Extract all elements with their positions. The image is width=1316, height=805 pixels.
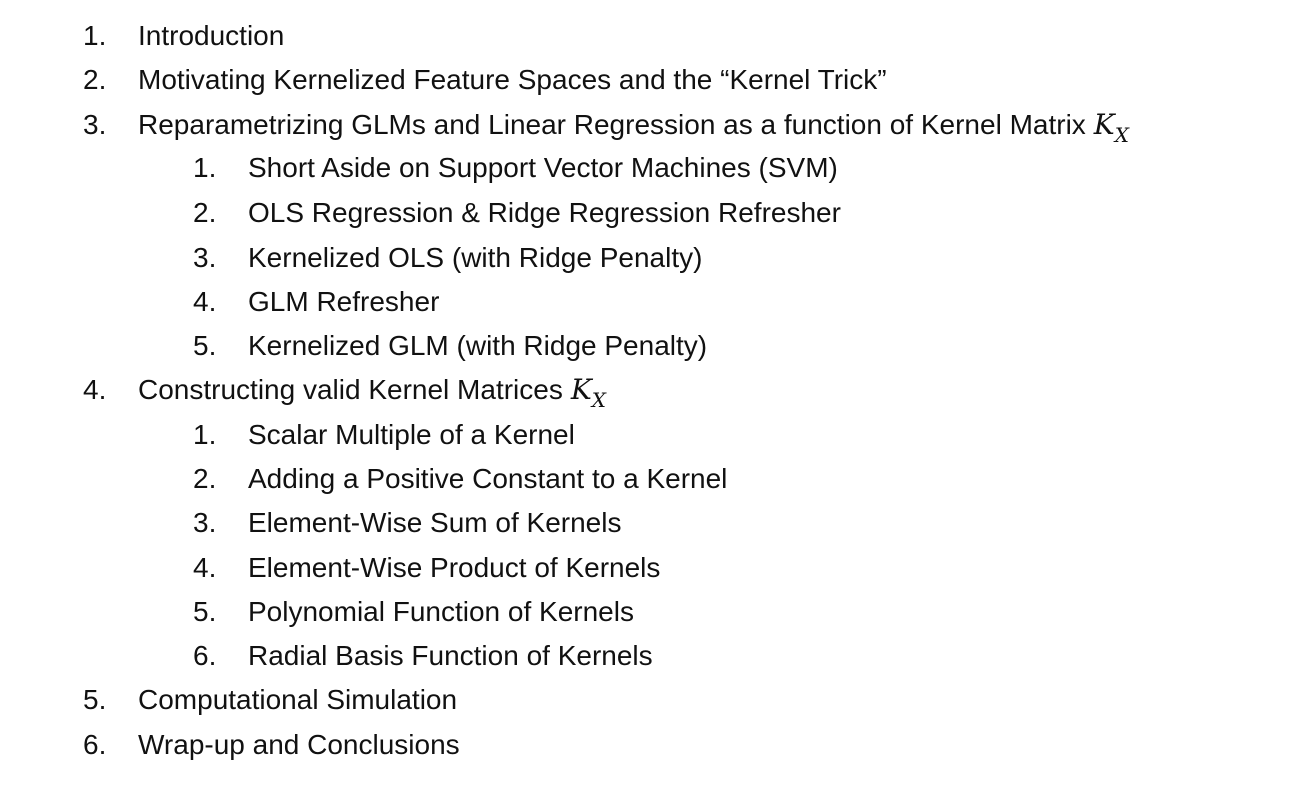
toc-item-number: 4.: [83, 374, 107, 405]
math-subscript: X: [591, 388, 607, 412]
toc-subitem-number: 2.: [193, 463, 217, 494]
math-subscript: X: [1114, 123, 1129, 147]
toc-subitem-label: Scalar Multiple of a Kernel: [248, 419, 575, 450]
math-base: K: [1093, 108, 1115, 141]
toc-subitem-number: 3.: [193, 507, 217, 538]
toc-item-label: Reparametrizing GLMs and Linear Regressi…: [138, 109, 1086, 140]
toc-subitem-label: OLS Regression & Ridge Regression Refres…: [248, 197, 841, 228]
math-base: K: [570, 373, 592, 406]
toc-subitem-label: Radial Basis Function of Kernels: [248, 640, 653, 671]
toc-subitem-label: Element-Wise Product of Kernels: [248, 552, 661, 583]
toc-subitem-label: Element-Wise Sum of Kernels: [248, 507, 622, 538]
toc-item-number: 6.: [83, 729, 107, 760]
toc-subitem-label: Adding a Positive Constant to a Kernel: [248, 463, 728, 494]
toc-subitem-label: Short Aside on Support Vector Machines (…: [248, 152, 838, 183]
toc-item-label: Computational Simulation: [138, 684, 458, 715]
toc-subitem-number: 3.: [193, 242, 217, 273]
toc-subitem-number: 2.: [193, 197, 217, 228]
toc-item-label: Wrap-up and Conclusions: [138, 729, 460, 760]
toc-item-label: Constructing valid Kernel Matrices: [138, 374, 563, 405]
toc-subitem-label: Polynomial Function of Kernels: [248, 596, 634, 627]
toc-subitem-number: 6.: [193, 640, 217, 671]
toc-item-label: Introduction: [138, 20, 285, 51]
toc-item-label: Motivating Kernelized Feature Spaces and…: [138, 64, 887, 95]
toc-subitem-number: 5.: [193, 330, 217, 361]
toc-subitem-number: 5.: [193, 596, 217, 627]
toc-subitem-number: 4.: [193, 286, 217, 317]
toc-subitem-label: GLM Refresher: [248, 286, 440, 317]
toc-subitem-number: 1.: [193, 419, 217, 450]
toc-subitem-number: 4.: [193, 552, 217, 583]
toc-item-label-with-math: Reparametrizing GLMs and Linear Regressi…: [138, 103, 1129, 147]
kernel-matrix-symbol: KX: [1093, 108, 1129, 145]
toc-subitem-label: Kernelized OLS (with Ridge Penalty): [248, 242, 703, 273]
kernel-matrix-symbol: KX: [570, 373, 606, 410]
toc-item-number: 3.: [83, 109, 107, 140]
toc-subitem-label: Kernelized GLM (with Ridge Penalty): [248, 330, 708, 361]
toc-item-number: 1.: [83, 20, 107, 51]
toc-subitem-number: 1.: [193, 152, 217, 183]
toc-item-number: 5.: [83, 684, 107, 715]
toc-item-number: 2.: [83, 64, 107, 95]
